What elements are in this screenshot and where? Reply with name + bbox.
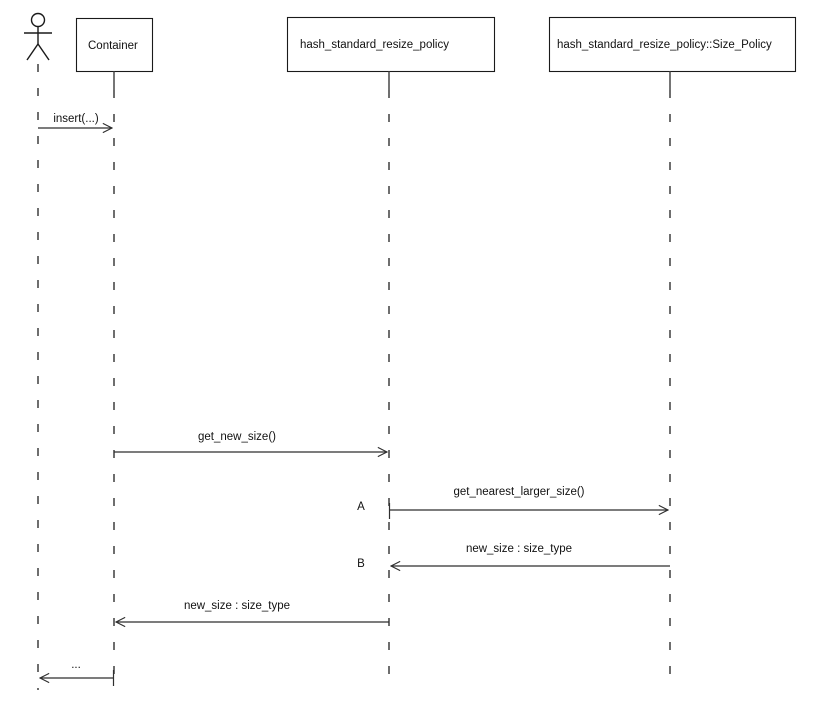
- message-return-ellipsis[interactable]: ...: [40, 659, 115, 686]
- participant-box-resize-policy[interactable]: hash_standard_resize_policy: [286, 16, 496, 73]
- participant-box-rect: [548, 16, 797, 73]
- message-label-get-nearest-larger-size: get_nearest_larger_size(): [453, 486, 584, 498]
- actor-figure: [24, 12, 52, 61]
- message-label-return-new-size-b: new_size : size_type: [466, 543, 572, 555]
- participant-box-rect: [286, 16, 496, 73]
- actor-right-leg-line: [37, 43, 50, 61]
- message-label-return-ellipsis: ...: [71, 659, 81, 671]
- participant-label-size-policy: hash_standard_resize_policy::Size_Policy: [557, 39, 772, 51]
- participant-label-resize-policy: hash_standard_resize_policy: [300, 39, 449, 51]
- actor-left-leg-line: [26, 43, 39, 61]
- lifelines-group: [37, 64, 671, 690]
- participant-box-size-policy[interactable]: hash_standard_resize_policy::Size_Policy: [548, 16, 797, 73]
- message-insert[interactable]: insert(...): [38, 113, 112, 128]
- message-label-get-new-size: get_new_size(): [198, 431, 276, 443]
- participant-box-rect: [75, 17, 154, 73]
- message-marker-a: A: [357, 501, 365, 513]
- message-return-new-size[interactable]: new_size : size_type: [116, 600, 389, 622]
- message-marker-b: B: [357, 558, 365, 570]
- participant-label-container: Container: [88, 40, 138, 52]
- message-get-nearest-larger-size[interactable]: A get_nearest_larger_size(): [357, 486, 668, 519]
- actor-head-icon: [30, 12, 46, 28]
- message-label-return-new-size: new_size : size_type: [184, 600, 290, 612]
- message-label-insert: insert(...): [53, 113, 99, 125]
- message-get-new-size[interactable]: get_new_size(): [114, 431, 387, 452]
- participant-box-container[interactable]: Container: [75, 17, 154, 73]
- message-return-new-size-b[interactable]: B new_size : size_type: [357, 543, 670, 570]
